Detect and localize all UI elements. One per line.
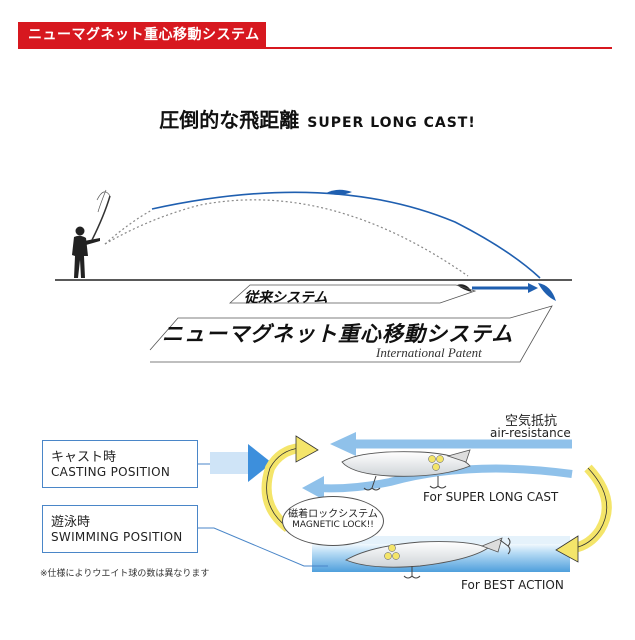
air-resistance-jp: 空気抵抗	[505, 414, 558, 429]
casting-arrow-head	[248, 444, 272, 482]
fishing-line	[96, 189, 111, 213]
water-surface	[312, 536, 570, 544]
magnetic-lock-jp: 磁着ロックシステム	[288, 509, 378, 520]
air-resistance-en: air-resistance	[490, 426, 571, 440]
magnetic-lock-bubble: 磁着ロックシステム MAGNETIC LOCK!!	[282, 496, 384, 546]
new-lure-icon	[538, 283, 556, 301]
new-trajectory	[151, 191, 541, 279]
weight-note: ※仕様によりウエイト球の数は異なります	[40, 569, 210, 579]
fishing-rod	[91, 195, 111, 241]
air-flow-lower	[317, 464, 573, 493]
swimming-position-box: 遊泳時 SWIMMING POSITION	[42, 505, 198, 553]
headline: 圧倒的な飛距離 SUPER LONG CAST!	[0, 104, 635, 133]
swimming-position-en: SWIMMING POSITION	[51, 530, 183, 544]
angler-figure	[72, 226, 100, 278]
new-trajectory-dotted	[104, 209, 153, 245]
patent-label: International Patent	[376, 345, 482, 360]
magnetic-lock-en: MAGNETIC LOCK!!	[292, 520, 374, 530]
flying-lure-icon	[326, 189, 352, 195]
headline-jp: 圧倒的な飛距離	[159, 108, 300, 132]
lure-casting-icon	[341, 449, 471, 491]
header-title: ニューマグネット重心移動システム	[18, 22, 266, 48]
transition-arrow-left-head	[295, 435, 319, 463]
lure-swimming-icon	[344, 537, 511, 579]
casting-position-jp: キャスト時	[51, 450, 117, 465]
super-long-cast-label: For SUPER LONG CAST	[423, 490, 559, 504]
swimming-connector	[198, 527, 328, 567]
air-flow-lower-head	[302, 476, 324, 500]
swimming-position-jp: 遊泳時	[51, 515, 91, 530]
header-rule	[18, 47, 612, 49]
casting-position-box: キャスト時 CASTING POSITION	[42, 440, 198, 488]
conventional-trajectory	[104, 199, 469, 277]
transition-arrow-right-head	[555, 535, 579, 563]
new-system-label: ニューマグネット重心移動システム	[162, 322, 514, 346]
headline-en: SUPER LONG CAST!	[307, 115, 476, 131]
best-action-label: For BEST ACTION	[461, 578, 564, 592]
casting-position-en: CASTING POSITION	[51, 465, 171, 479]
conventional-lure-icon	[457, 284, 472, 292]
conventional-system-label: 従来システム	[244, 290, 328, 306]
transition-arrow-right	[572, 464, 612, 553]
distance-arrow-head	[528, 283, 538, 293]
air-flow-upper-head	[330, 432, 356, 456]
casting-arrow-body	[210, 452, 250, 474]
new-system-callout	[149, 305, 553, 363]
conventional-callout	[228, 284, 477, 304]
